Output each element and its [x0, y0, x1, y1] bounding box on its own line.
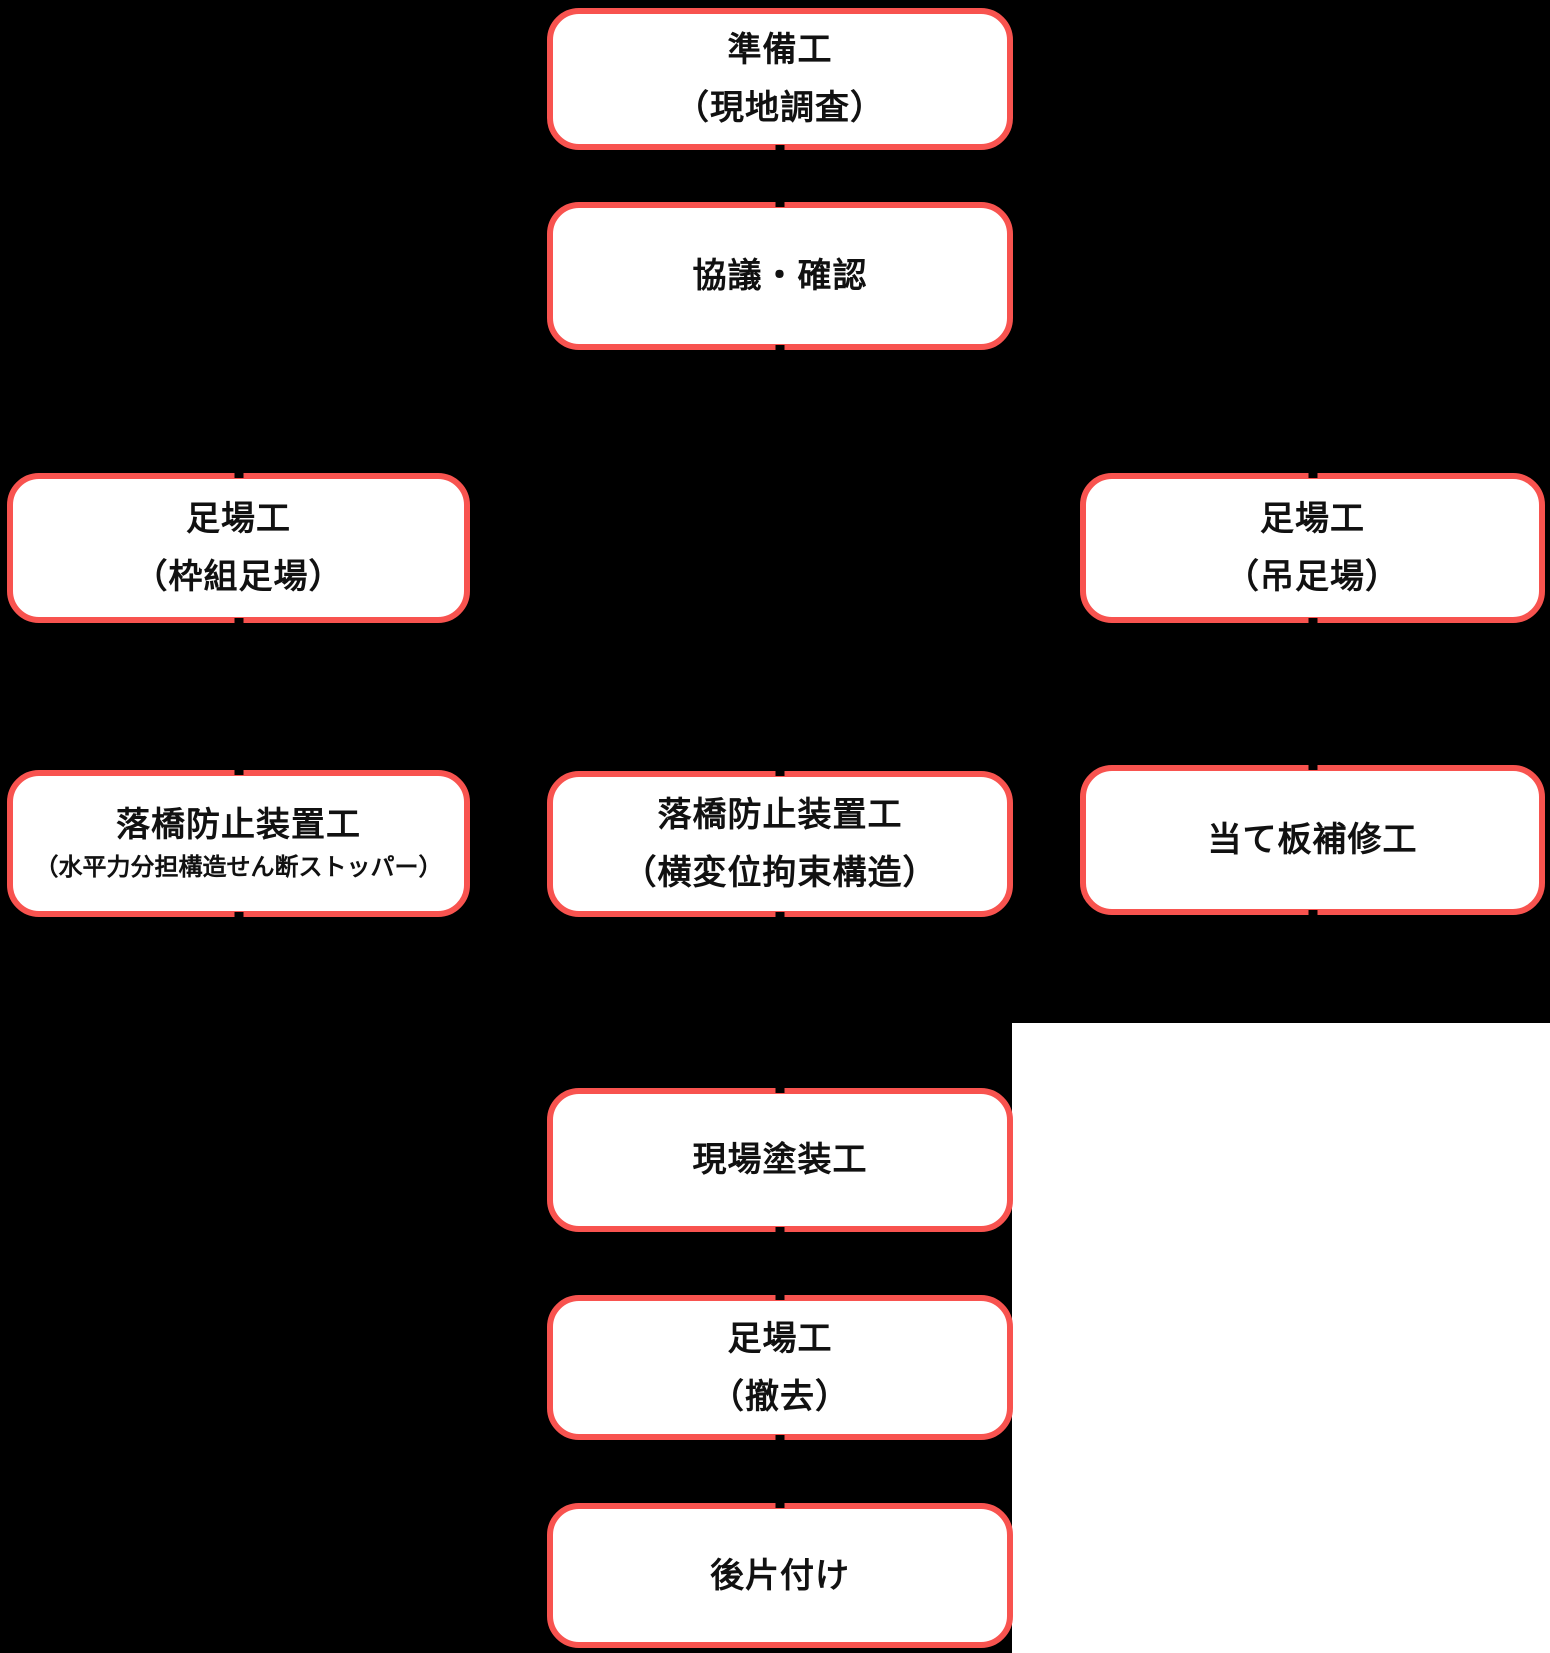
node-label: 足場工 — [727, 1319, 833, 1358]
connector-stub-top — [234, 765, 243, 775]
node-sublabel: （撤去） — [710, 1377, 850, 1416]
connector-stub-top — [775, 1498, 785, 1508]
connector-stub-top — [775, 197, 785, 207]
node-label: 落橋防止装置工 — [116, 805, 361, 844]
node-sublabel: （横変位拘束構造） — [622, 854, 938, 892]
flow-node-field-painting: 現場塗装工 — [547, 1083, 1013, 1237]
node-label: 現場塗装工 — [692, 1141, 868, 1179]
connector-stub-top — [775, 766, 785, 776]
connector-stub-bottom — [234, 618, 243, 628]
node-label: 落橋防止装置工 — [657, 796, 903, 834]
connector-stub-bottom — [775, 912, 785, 922]
connector-stub-top — [775, 1290, 785, 1300]
white-background-panel — [1012, 1023, 1550, 1653]
flow-node-patch-plate-repair: 当て板補修工 — [1080, 760, 1545, 920]
flow-node-consultation-confirmation: 協議・確認 — [547, 197, 1013, 355]
flow-node-scaffold-hanging: 足場工 （吊足場） — [1080, 468, 1545, 628]
flow-node-scaffold-removal: 足場工 （撤去） — [547, 1290, 1013, 1445]
node-sublabel: （水平力分担構造せん断ストッパー） — [34, 853, 443, 881]
connector-stub-bottom — [775, 145, 785, 155]
node-label: 当て板補修工 — [1207, 821, 1418, 859]
connector-stub-bottom — [234, 912, 243, 922]
connector-stub-top — [234, 468, 243, 478]
connector-stub-bottom — [775, 1435, 785, 1445]
node-label: 後片付け — [710, 1556, 850, 1595]
flow-node-scaffold-frame: 足場工 （枠組足場） — [7, 468, 470, 628]
node-label: 準備工 — [727, 31, 833, 69]
node-label: 足場工 — [1260, 500, 1365, 538]
connector-stub-top — [775, 1083, 785, 1093]
flow-node-fall-prevention-lateral: 落橋防止装置工 （横変位拘束構造） — [547, 766, 1013, 922]
connector-stub-bottom — [775, 345, 785, 355]
connector-stub-bottom — [775, 1227, 785, 1237]
node-sublabel: （枠組足場） — [133, 558, 344, 596]
node-sublabel: （吊足場） — [1225, 558, 1400, 596]
node-label: 協議・確認 — [692, 257, 868, 295]
connector-stub-bottom — [1308, 910, 1317, 920]
flow-node-fall-prevention-shear-stopper: 落橋防止装置工 （水平力分担構造せん断ストッパー） — [7, 765, 470, 922]
connector-stub-bottom — [1308, 618, 1317, 628]
node-sublabel: （現地調査） — [675, 89, 885, 127]
flow-node-cleanup: 後片付け — [547, 1498, 1013, 1648]
connector-stub-top — [1308, 468, 1317, 478]
node-label: 足場工 — [186, 500, 291, 538]
connector-stub-top — [1308, 760, 1317, 770]
flow-node-preparation: 準備工 （現地調査） — [547, 8, 1013, 155]
